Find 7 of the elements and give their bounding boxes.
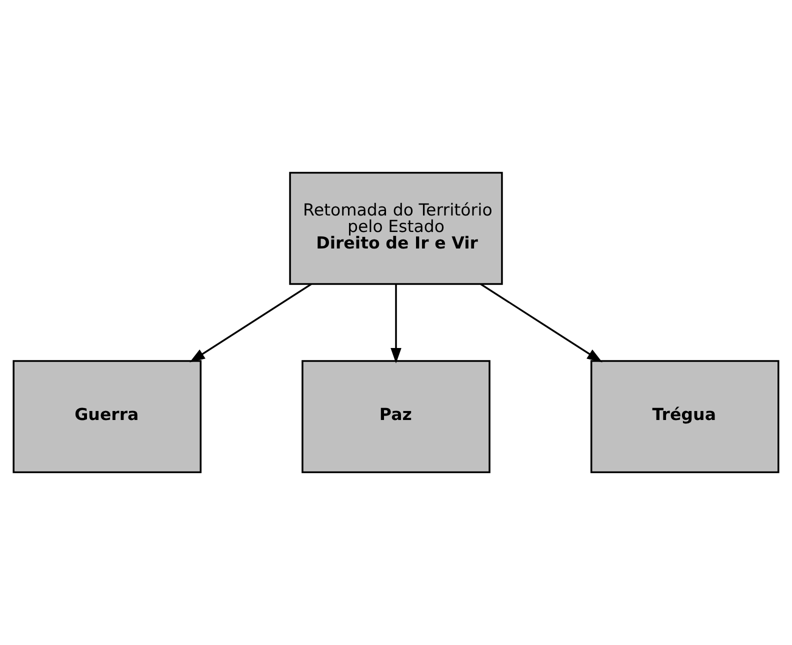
node-box: Retomada do Território pelo Estado Direito de Ir e Vir <box>289 172 503 285</box>
node-box: Guerra <box>12 360 202 474</box>
arrow <box>190 283 312 362</box>
arrow <box>480 283 602 362</box>
node-box: Trégua <box>590 360 780 474</box>
arrow <box>390 284 402 364</box>
node-box: Paz <box>302 360 490 474</box>
